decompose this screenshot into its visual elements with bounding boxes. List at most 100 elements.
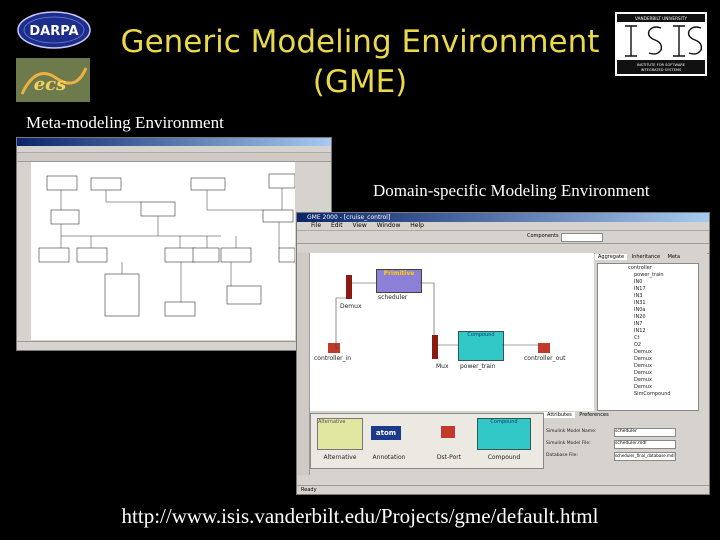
part-atom[interactable]: atom	[371, 426, 401, 440]
tree-item[interactable]: IN17	[634, 286, 646, 292]
meta-window-titlebar	[17, 138, 331, 146]
controller-out-port[interactable]	[538, 343, 550, 353]
domain-statusbar: Ready	[297, 485, 709, 494]
attr-value-field[interactable]: scheduler_final_database.mdl	[614, 452, 676, 461]
menu-view[interactable]: View	[352, 222, 367, 229]
model-canvas[interactable]: Primitive scheduler Demux Mux Compound p…	[310, 253, 594, 411]
svg-text:DARPA: DARPA	[29, 24, 78, 39]
menu-edit[interactable]: Edit	[330, 222, 343, 229]
tree-item[interactable]: power_train	[634, 272, 664, 278]
attr-value-field[interactable]: scheduler	[614, 428, 676, 437]
menu-window[interactable]: Window	[376, 222, 401, 229]
meta-window-toolbar	[17, 153, 331, 162]
ecs-logo: ecs	[16, 58, 90, 102]
part-browser: Alternative Alternative atom Annotation …	[310, 413, 544, 469]
meta-modeling-window	[16, 137, 332, 351]
model-browser: Aggregate Inheritance Meta controller po…	[595, 253, 707, 411]
compound-node[interactable]: Compound	[458, 331, 504, 361]
tree-item[interactable]: Demux	[634, 377, 652, 383]
tab-aggregate[interactable]: Aggregate	[595, 254, 628, 260]
controller-out-label: controller_out	[524, 355, 566, 362]
attr-row: Simulink Model File:	[546, 441, 591, 446]
part-compound-tile-label: Compound	[490, 419, 518, 425]
tab-attributes[interactable]: Attributes	[544, 412, 575, 418]
tree-item[interactable]: SimCompound	[634, 391, 671, 397]
meta-statusbar	[17, 341, 331, 350]
tree-item[interactable]: Demux	[634, 384, 652, 390]
tree-item[interactable]: IN31	[634, 300, 646, 306]
attributes-panel: Attributes Preferences Simulink Model Na…	[544, 411, 707, 475]
attributes-tabs: Attributes Preferences	[544, 411, 707, 419]
primitive-node-label: Primitive	[383, 270, 415, 277]
meta-modeling-label: Meta-modeling Environment	[26, 113, 224, 132]
tree-item[interactable]: IN12	[634, 328, 646, 334]
tree-item[interactable]: Demux	[634, 356, 652, 362]
model-connections	[335, 282, 538, 349]
part-alternative[interactable]: Alternative	[317, 418, 363, 450]
tree-item[interactable]: IN7	[634, 321, 643, 327]
domain-modeling-label: Domain-specific Modeling Environment	[373, 181, 650, 200]
browser-tabs: Aggregate Inheritance Meta	[595, 253, 707, 262]
menu-file[interactable]: File	[311, 222, 322, 229]
meta-uml-diagram	[38, 173, 296, 317]
tree-item[interactable]: O2	[634, 342, 642, 348]
mux-label: Mux	[436, 363, 449, 370]
domain-window-titlebar: GME 2000 - [cruise_control]	[297, 213, 709, 222]
meta-window-menubar	[17, 146, 331, 153]
meta-canvas	[31, 162, 296, 340]
svg-text:ecs: ecs	[34, 74, 67, 95]
part-compound-label: Compound	[487, 454, 521, 461]
title-line-2: (GME)	[312, 64, 408, 100]
svg-text:INTEGRATED SYSTEMS: INTEGRATED SYSTEMS	[641, 68, 682, 72]
demux-node[interactable]	[346, 275, 352, 299]
tab-inheritance[interactable]: Inheritance	[631, 254, 661, 260]
attr-row: Simulink Model Name:	[546, 429, 596, 434]
attr-value-field[interactable]: scheduler.mdl	[614, 440, 676, 449]
controller-in-label: controller_in	[314, 355, 352, 362]
components-label: Components	[527, 233, 559, 239]
slide-title: Generic Modeling Environment (GME)	[100, 22, 620, 102]
attr-name: Database File:	[546, 453, 578, 458]
controller-in-port[interactable]	[328, 343, 340, 353]
domain-modeling-window: GME 2000 - [cruise_control] File Edit Vi…	[296, 212, 710, 495]
compound-node-label: Compound	[467, 332, 495, 338]
browser-tree[interactable]: controller power_train IN0 IN17 IN3 IN31…	[597, 263, 699, 411]
darpa-logo: DARPA	[17, 11, 91, 49]
components-dropdown[interactable]	[561, 233, 603, 242]
part-alternative-tile-label: Alternative	[318, 419, 346, 425]
tab-meta[interactable]: Meta	[667, 254, 681, 260]
tree-item[interactable]: Demux	[634, 349, 652, 355]
tree-item[interactable]: controller	[628, 265, 652, 271]
part-dst-port[interactable]	[441, 426, 455, 438]
title-line-1: Generic Modeling Environment	[120, 24, 600, 60]
tab-preferences[interactable]: Preferences	[579, 412, 609, 418]
tree-item[interactable]: IN3	[634, 293, 643, 299]
part-alternative-label: Alternative	[323, 454, 357, 461]
menu-help[interactable]: Help	[410, 222, 424, 229]
isis-logo: VANDERBILT UNIVERSITY INSTITUTE FOR SOFT…	[615, 12, 707, 76]
attr-name: Simulink Model File:	[546, 441, 591, 446]
demux-label: Demux	[340, 303, 362, 310]
mux-node[interactable]	[432, 335, 438, 359]
svg-text:INSTITUTE FOR SOFTWARE: INSTITUTE FOR SOFTWARE	[637, 63, 686, 67]
tree-item[interactable]: IN0a	[634, 307, 646, 313]
mode-palette[interactable]	[297, 253, 310, 475]
project-url[interactable]: http://www.isis.vanderbilt.edu/Projects/…	[121, 504, 599, 528]
domain-window-toolbar: Components	[297, 231, 709, 244]
svg-text:VANDERBILT UNIVERSITY: VANDERBILT UNIVERSITY	[635, 16, 687, 21]
part-dst-port-label: Dst-Port	[436, 454, 462, 461]
primitive-node[interactable]: Primitive	[376, 269, 422, 293]
tree-item[interactable]: Demux	[634, 370, 652, 376]
domain-window-menubar: File Edit View Window Help	[297, 222, 709, 231]
attr-row: Database File:	[546, 453, 578, 458]
tree-item[interactable]: Ct	[634, 335, 640, 341]
scheduler-label: scheduler	[378, 294, 408, 301]
attr-name: Simulink Model Name:	[546, 429, 597, 434]
tree-item[interactable]: IN20	[634, 314, 646, 320]
status-text: Ready	[301, 487, 317, 493]
tree-item[interactable]: Demux	[634, 363, 652, 369]
power-train-label: power_train	[460, 363, 496, 370]
part-annotation-label: Annotation	[372, 454, 406, 461]
tree-item[interactable]: IN0	[634, 279, 643, 285]
part-compound[interactable]: Compound	[477, 418, 531, 450]
